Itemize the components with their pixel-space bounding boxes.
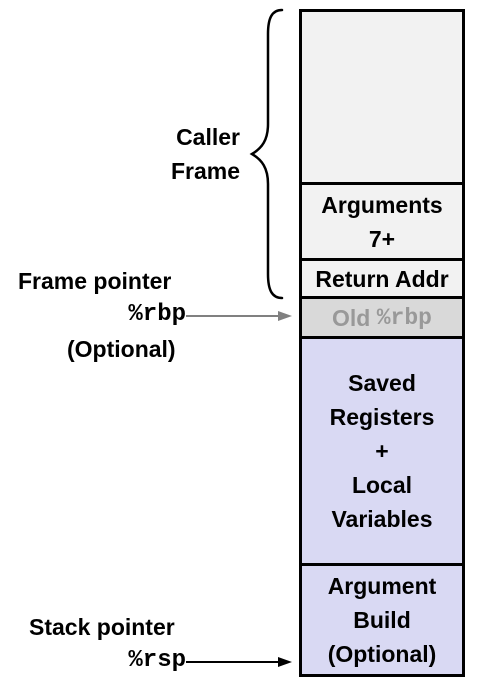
- arguments-line2: 7+: [368, 225, 396, 252]
- argbuild-line2: Build: [353, 607, 411, 633]
- saved-line5: Variables: [331, 506, 433, 532]
- arguments-slot: Arguments 7+: [302, 185, 462, 261]
- stack-column: Arguments 7+ Return Addr Old %rbp Saved …: [299, 9, 465, 677]
- caller-frame-slot: [302, 12, 462, 185]
- argbuild-line3: (Optional): [327, 641, 437, 667]
- stack-pointer-label: Stack pointer: [29, 614, 175, 640]
- saved-registers-slot: Saved Registers + Local Variables: [302, 339, 462, 566]
- saved-line3: +: [375, 438, 389, 464]
- saved-line2: Registers: [329, 404, 435, 430]
- stack-pointer-arrow-icon: [186, 657, 292, 667]
- caller-frame-label: Caller Frame: [150, 120, 240, 188]
- frame-pointer-register: %rbp: [128, 301, 186, 328]
- stack-pointer-register: %rsp: [128, 647, 186, 674]
- argument-build-slot: Argument Build (Optional): [302, 566, 462, 674]
- curly-brace-icon: [249, 8, 284, 300]
- arguments-line1: Arguments: [321, 191, 443, 218]
- old-rbp-register: %rbp: [376, 304, 432, 331]
- saved-line1: Saved: [348, 370, 416, 396]
- caller-frame-label-line2: Frame: [170, 158, 240, 184]
- saved-line4: Local: [351, 472, 413, 498]
- old-rbp-prefix: Old: [332, 304, 371, 331]
- caller-frame-label-line1: Caller: [176, 124, 240, 150]
- return-addr-slot: Return Addr: [302, 261, 462, 299]
- frame-pointer-label: Frame pointer: [18, 268, 172, 294]
- frame-pointer-arrow-icon: [186, 311, 292, 321]
- old-rbp-slot: Old %rbp: [302, 299, 462, 339]
- return-addr-label: Return Addr: [315, 265, 449, 292]
- argbuild-line1: Argument: [327, 573, 437, 599]
- frame-pointer-note: (Optional): [67, 336, 176, 362]
